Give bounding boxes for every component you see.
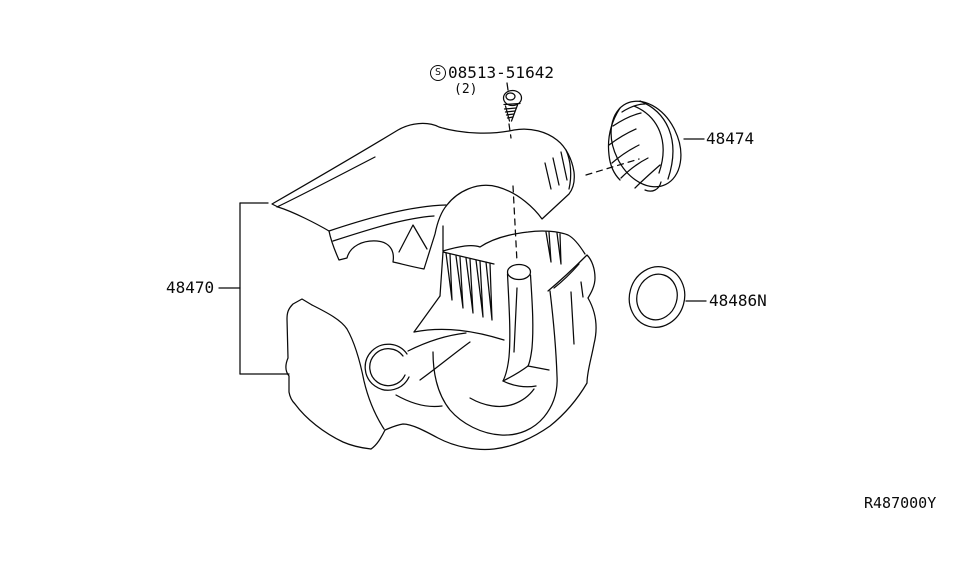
- screw-quantity-label: (2): [454, 82, 478, 97]
- cap-dashed-leader: [585, 158, 640, 176]
- cap-48474-drawing: [585, 100, 705, 192]
- part-label-48470[interactable]: 48470: [166, 278, 215, 297]
- s-symbol-icon: S: [430, 65, 446, 81]
- ring-48486n-drawing: [628, 266, 707, 328]
- upper-cover-drawing: [271, 122, 575, 270]
- part-label-48474[interactable]: 48474: [706, 129, 755, 148]
- screw-axis-dashed-line: [508, 123, 518, 263]
- drawing-reference: R487000Y: [864, 494, 937, 512]
- screw-drawing: [502, 82, 523, 122]
- screw-part-label[interactable]: 08513-51642: [448, 63, 554, 82]
- lower-cover-drawing: [285, 225, 597, 451]
- bracket-48470: [218, 202, 290, 375]
- part-label-48486n[interactable]: 48486N: [709, 291, 767, 310]
